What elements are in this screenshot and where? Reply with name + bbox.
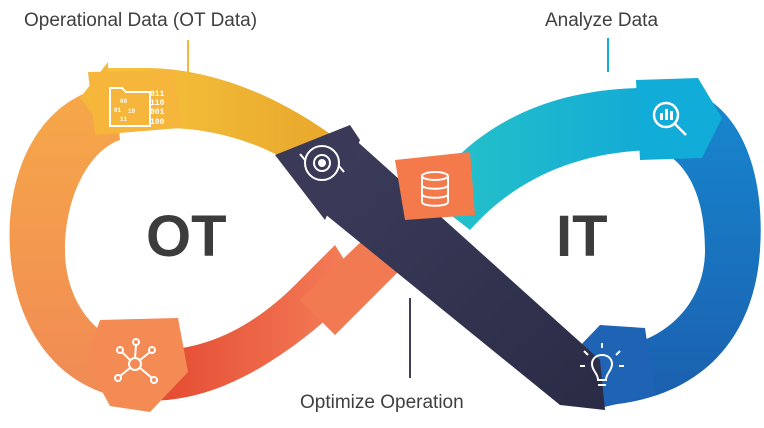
ot-bottom-arc — [140, 245, 360, 401]
gear-cycle-icon — [299, 145, 345, 181]
optimize-operation-label: Optimize Operation — [300, 392, 464, 413]
analytics-icon — [652, 101, 687, 136]
it-heading: IT — [556, 204, 608, 269]
ot-network-tile — [85, 318, 188, 412]
db-tile — [395, 152, 475, 220]
binary-line: 011 — [150, 90, 165, 99]
binary-small: 11 — [120, 116, 128, 123]
ot-left-arc — [9, 85, 150, 400]
binary-small: 10 — [128, 108, 136, 115]
binary-line: 001 — [150, 108, 165, 117]
binary-folder-icon — [109, 87, 151, 127]
ot-data-label: Operational Data (OT Data) — [24, 10, 258, 31]
it-top-arc — [425, 88, 660, 230]
binary-small: 00 — [120, 98, 128, 105]
binary-text: 011 110 001 100 00 01 10 11 — [114, 90, 165, 127]
dark-arrow-body — [305, 135, 605, 410]
it-right-arc — [600, 90, 761, 405]
ot-heading: OT — [146, 204, 227, 269]
database-icon — [421, 171, 449, 207]
lightbulb-icon — [580, 343, 624, 386]
analyze-data-label: Analyze Data — [545, 10, 659, 31]
binary-line: 100 — [150, 118, 165, 127]
binary-small: 01 — [114, 107, 122, 114]
it-analyze-tile — [636, 78, 722, 160]
network-icon — [114, 338, 158, 384]
binary-line: 110 — [150, 99, 165, 108]
dark-arrowhead — [275, 125, 360, 220]
